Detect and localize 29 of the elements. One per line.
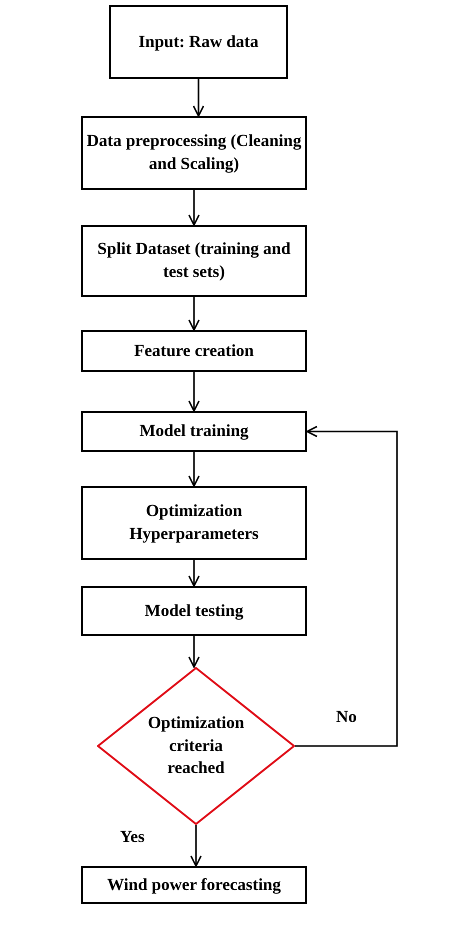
process-box <box>81 330 307 372</box>
node-label: Feature creation <box>134 340 254 362</box>
node-label: Optimization Hyperparameters <box>128 500 260 545</box>
edge-label: Yes <box>118 828 147 845</box>
node-label: Model training <box>139 420 249 442</box>
arrow <box>192 79 204 117</box>
node-label: Data preprocessing (Cleaning and Scaling) <box>86 130 302 175</box>
arrow <box>188 372 200 412</box>
process-box <box>81 486 307 560</box>
node-label: Optimization criteria reached <box>146 712 246 780</box>
process-box <box>109 5 288 79</box>
arrow <box>190 825 202 867</box>
arrow <box>188 636 200 668</box>
edge-label: No <box>334 708 359 725</box>
arrow <box>188 297 200 331</box>
arrow <box>188 190 200 226</box>
process-box <box>81 866 307 904</box>
process-box <box>81 586 307 636</box>
arrow <box>188 452 200 487</box>
node-label: Model testing <box>144 600 244 622</box>
process-box <box>81 411 307 452</box>
arrow <box>188 560 200 587</box>
arrow <box>295 426 398 747</box>
process-box <box>81 116 307 190</box>
decision-diamond <box>97 667 295 825</box>
node-label: Wind power forecasting <box>107 874 281 896</box>
node-label: Split Dataset (training and test sets) <box>96 238 292 283</box>
node-label: Input: Raw data <box>138 30 258 53</box>
process-box <box>81 225 307 297</box>
